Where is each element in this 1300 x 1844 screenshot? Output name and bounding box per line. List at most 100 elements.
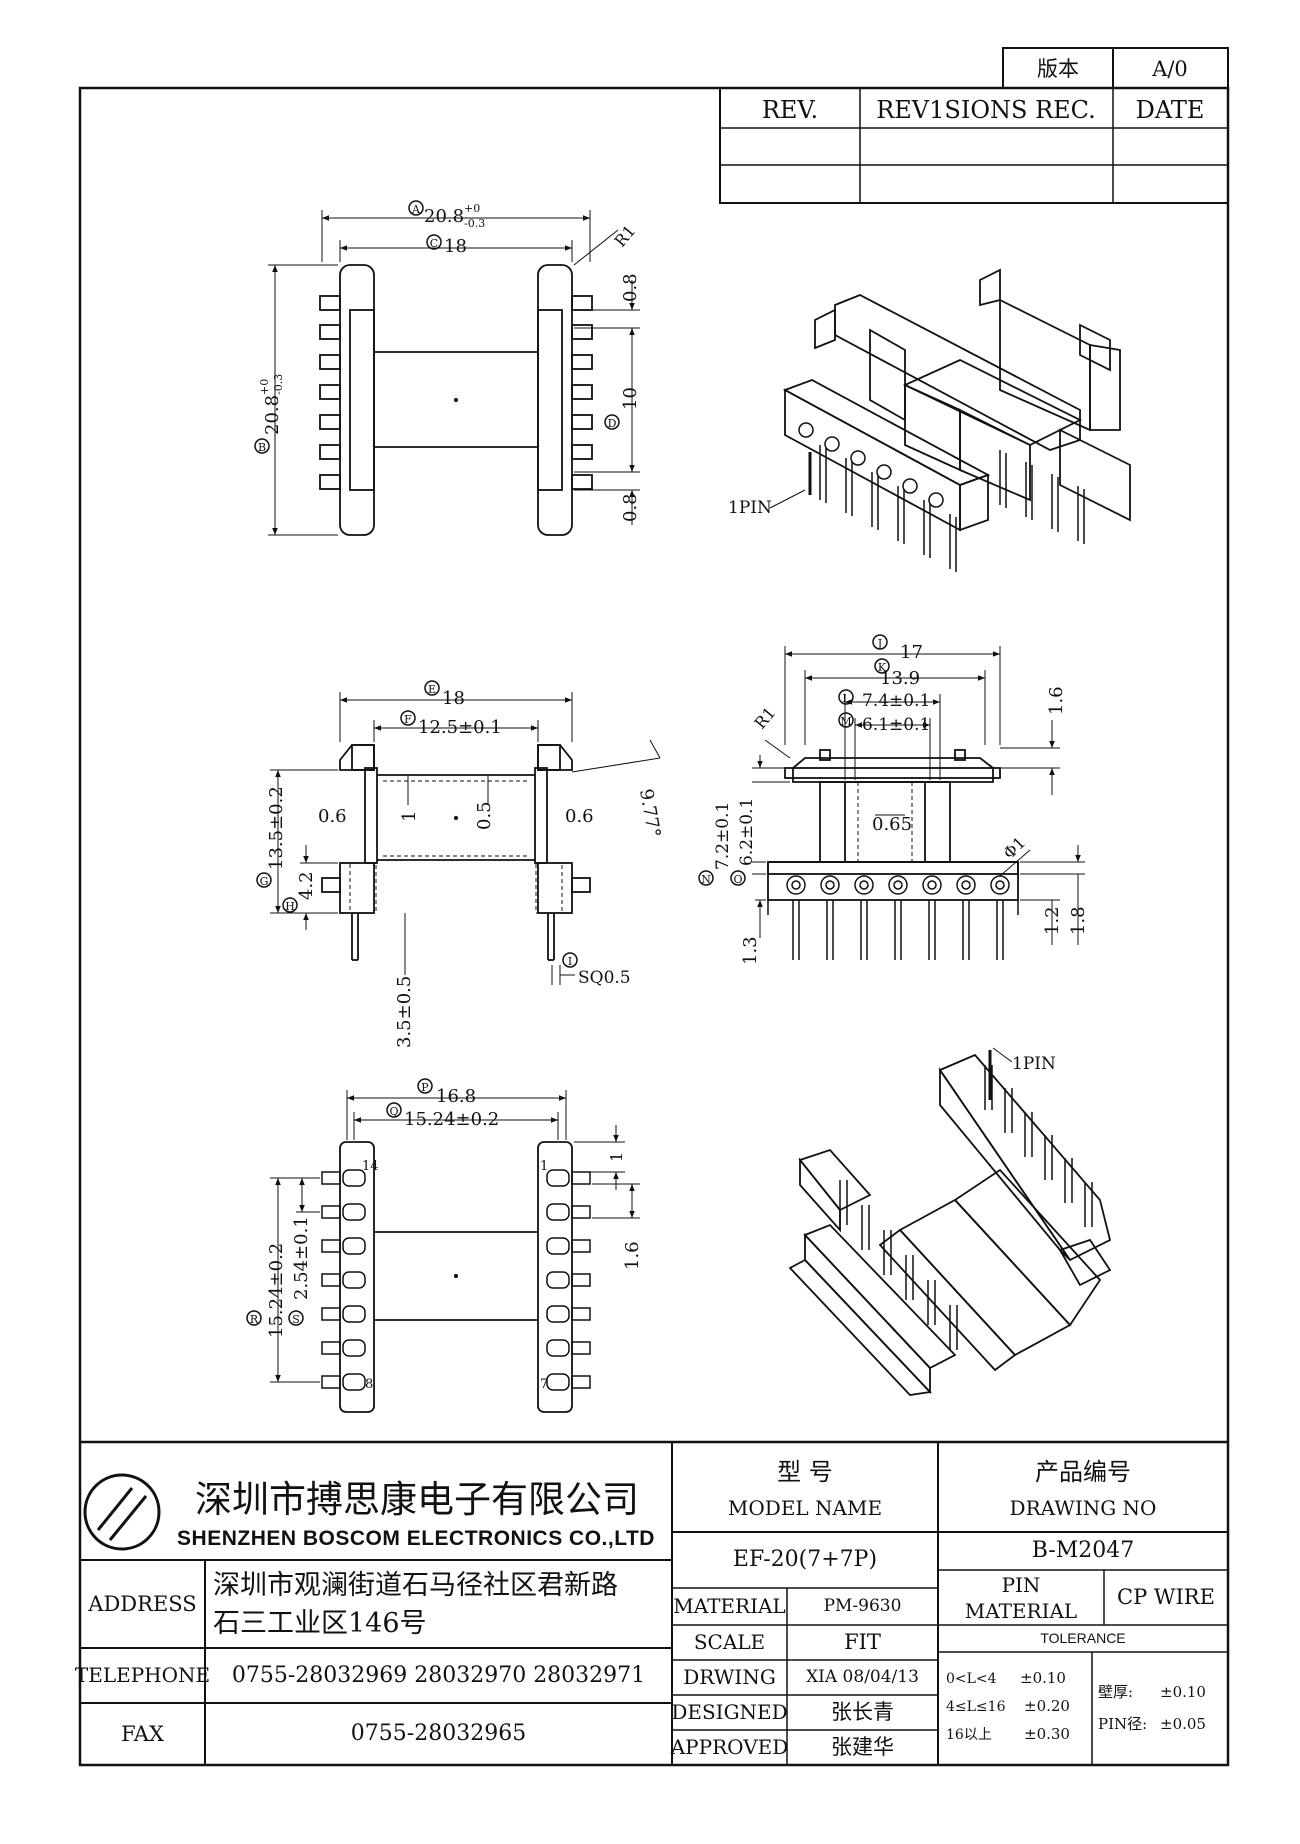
- dim-q-value: 15.24±0.2: [404, 1109, 499, 1130]
- front-view: [270, 692, 661, 985]
- dim-o-value: 6.2±0.1: [737, 798, 757, 866]
- dim-letter-d: D: [608, 417, 617, 430]
- drawing-frame: [78, 86, 1230, 1767]
- tolerance-1-value: ±0.10: [1020, 1669, 1066, 1688]
- dim-letter-m: M: [840, 715, 851, 728]
- model-name-en: MODEL NAME: [727, 1495, 883, 1520]
- dim-18-value: 1.8: [1068, 906, 1089, 935]
- dim-letter-b: B: [258, 441, 266, 454]
- address-line-2: 石三工业区146号: [213, 1608, 427, 1640]
- pin-diameter-label: PIN径:: [1098, 1715, 1148, 1734]
- company-name-cn: 深圳市搏思康电子有限公司: [195, 1477, 639, 1521]
- dim-phi-value: Φ1: [999, 833, 1029, 863]
- dim-letter-p: P: [421, 1081, 429, 1094]
- drawing-no-en: DRAWING NO: [1009, 1495, 1157, 1520]
- dim-letter-i: I: [568, 955, 572, 968]
- date-header: DATE: [1136, 96, 1205, 124]
- dim-12-value: 1.2: [1042, 906, 1063, 935]
- dim-letter-k: K: [878, 661, 887, 674]
- dim-letter-a: A: [411, 203, 421, 216]
- dim-k-value: 13.9: [880, 668, 920, 689]
- wall-thickness-value: ±0.10: [1160, 1683, 1206, 1702]
- tolerance-2-range: 4≤L≤16: [946, 1698, 1006, 1715]
- bottom-view-pads-right: [546, 1169, 570, 1391]
- dim-letter-g: G: [260, 875, 269, 888]
- dim-n-value: 7.2±0.1: [713, 802, 733, 870]
- dim-s-value: 2.54±0.1: [291, 1216, 312, 1300]
- dim-center-value: 0.65: [872, 814, 912, 835]
- scale-label: SCALE: [693, 1630, 766, 1654]
- pin-1-label: 1: [540, 1159, 548, 1174]
- fax-label: FAX: [121, 1721, 164, 1746]
- version-value: A/0: [1151, 57, 1188, 81]
- dim-letter-r: R: [250, 1313, 259, 1326]
- iso-bottom-pins: [839, 1065, 1093, 1350]
- model-name-value: EF-20(7+7P): [732, 1547, 878, 1573]
- dim-g-value: 13.5±0.2: [266, 786, 287, 870]
- dim-left-value: 0.6: [318, 806, 347, 827]
- tolerance-label: TOLERANCE: [1040, 1630, 1126, 1647]
- dim-c-value: 18: [444, 236, 467, 257]
- side-view-pin-heads: [786, 875, 1010, 895]
- bottom-view-pins-left: [321, 1171, 341, 1389]
- top-view: [268, 210, 640, 536]
- company-name-en: SHENZHEN BOSCOM ELECTRONICS CO.,LTD: [177, 1526, 655, 1550]
- bottom-view-pads-left: [342, 1169, 366, 1391]
- dim-letter-h: H: [285, 900, 295, 913]
- fax-value: 0755-28032965: [350, 1721, 527, 1747]
- drawing-no-value: B-M2047: [1031, 1538, 1135, 1564]
- dim-d-value: 10: [620, 387, 641, 410]
- pin-length-value: 3.5±0.5: [394, 976, 415, 1048]
- side-radius: R1: [751, 703, 780, 732]
- dim-16-value: 1.6: [1046, 686, 1067, 715]
- pin-material-value: CP WIRE: [1117, 1585, 1215, 1610]
- dim-b-value: 20.8: [262, 395, 283, 435]
- drwing-label: DRWING: [683, 1665, 776, 1689]
- version-label: 版本: [1037, 57, 1079, 81]
- pin-material-label-2: MATERIAL: [964, 1598, 1078, 1623]
- approved-value: 张建华: [831, 1735, 894, 1760]
- rev-header: REV.: [762, 96, 818, 124]
- address-line-1: 深圳市观澜街道石马径社区君新路: [213, 1570, 618, 1602]
- dim-letter-j: J: [877, 637, 882, 650]
- iso-top-pin-heads: [798, 422, 944, 508]
- pin-material-label-1: PIN: [1001, 1572, 1041, 1597]
- side-view-pins: [767, 900, 1019, 960]
- designed-value: 张长青: [831, 1700, 894, 1725]
- dim-j-value: 17: [900, 642, 923, 663]
- dim-letter-o: O: [733, 873, 742, 886]
- side-view: [752, 646, 1085, 960]
- pin-7-label: 7: [540, 1377, 548, 1392]
- dim-letter-q: Q: [389, 1105, 398, 1118]
- side-view-labels: J 17 K 13.9 L 7.4±0.1 M 6.1±0.1 R1 1.6 N…: [698, 634, 1089, 965]
- dim-letter-e: E: [428, 683, 436, 696]
- address-label: ADDRESS: [88, 1591, 197, 1616]
- telephone-label: TELEPHONE: [74, 1663, 211, 1687]
- dim-bottom-value: 0.8: [620, 493, 641, 522]
- approved-label: APPROVED: [670, 1735, 789, 1759]
- dim-h-value: 4.2: [296, 871, 317, 900]
- dim-one-value: 1: [399, 811, 420, 822]
- pin-14-label: 14: [362, 1159, 379, 1174]
- dim-a-tol-dn: -0.3: [464, 217, 485, 230]
- iso-bottom-pin-label: 1PIN: [1012, 1054, 1056, 1074]
- dim-one-value-bottom: 1: [607, 1152, 626, 1162]
- dim-l-value: 7.4±0.1: [862, 691, 930, 711]
- top-view-pins-left: [319, 295, 341, 490]
- pin-diameter-value: ±0.05: [1160, 1715, 1206, 1734]
- revisions-rec-header: REV1SIONS REC.: [876, 96, 1096, 124]
- material-value: PM-9630: [823, 1595, 902, 1616]
- dim-r-value: 15.24±0.2: [266, 1243, 287, 1338]
- model-name-cn: 型 号: [777, 1458, 833, 1487]
- version-box: 版本 A/0: [1002, 47, 1229, 89]
- dim-letter-l: L: [842, 692, 850, 705]
- front-view-labels: E 18 F 12.5±0.1 G 13.5±0.2 H 4.2 0.6 0.6…: [256, 680, 664, 1048]
- tolerance-1-range: 0<L<4: [946, 1670, 997, 1687]
- dim-a-value: 20.8: [424, 206, 464, 227]
- dim-b-tol-up: +0: [258, 379, 271, 395]
- angle-value: 9.77°: [635, 787, 664, 839]
- drwing-value: XIA 08/04/13: [806, 1666, 919, 1687]
- dim-e-value: 18: [442, 688, 465, 709]
